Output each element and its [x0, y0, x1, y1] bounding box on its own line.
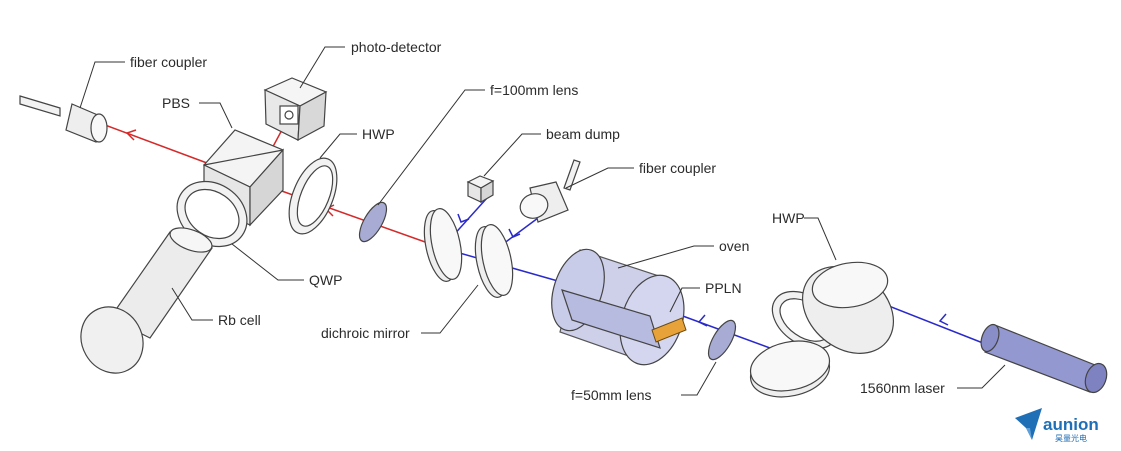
photo-detector	[263, 77, 328, 142]
label-hwp-right: HWP	[772, 210, 805, 226]
dichroic-mirror-1	[423, 208, 463, 282]
label-ppln: PPLN	[705, 280, 742, 296]
blue-beam-arrows	[457, 213, 949, 327]
paper-plane-icon	[1015, 408, 1042, 440]
label-qwp: QWP	[309, 272, 342, 288]
fiber-coupler-right	[519, 159, 581, 223]
label-dichroic-mirror: dichroic mirror	[321, 325, 410, 341]
label-fiber-coupler-left: fiber coupler	[130, 54, 207, 70]
aunion-logo: aunion 昊量光电	[1015, 408, 1099, 443]
label-lens-100mm: f=100mm lens	[490, 82, 578, 98]
logo-subtitle: 昊量光电	[1055, 433, 1087, 443]
oven	[551, 248, 687, 366]
logo-name: aunion	[1043, 415, 1099, 434]
label-hwp-left: HWP	[362, 126, 395, 142]
mirror-upper-right	[801, 261, 895, 354]
leader-lines	[79, 46, 1006, 396]
label-oven: oven	[719, 238, 749, 254]
label-lens-50mm: f=50mm lens	[571, 387, 652, 403]
label-laser-1560nm: 1560nm laser	[860, 380, 945, 396]
lens-50mm	[707, 319, 737, 361]
dichroic-mirror-2	[474, 224, 514, 298]
laser-1560nm	[980, 323, 1108, 394]
label-pbs: PBS	[162, 95, 190, 111]
label-photo-detector: photo-detector	[351, 39, 442, 55]
label-rb-cell: Rb cell	[218, 312, 261, 328]
fiber-coupler-left	[19, 95, 108, 143]
label-beam-dump: beam dump	[546, 126, 620, 142]
beam-dump	[466, 175, 495, 204]
label-fiber-coupler-right: fiber coupler	[639, 160, 716, 176]
rb-cell	[80, 227, 213, 374]
lens-100mm	[358, 201, 388, 243]
mirror-lower-right	[749, 340, 831, 398]
hwp-left	[288, 157, 338, 235]
